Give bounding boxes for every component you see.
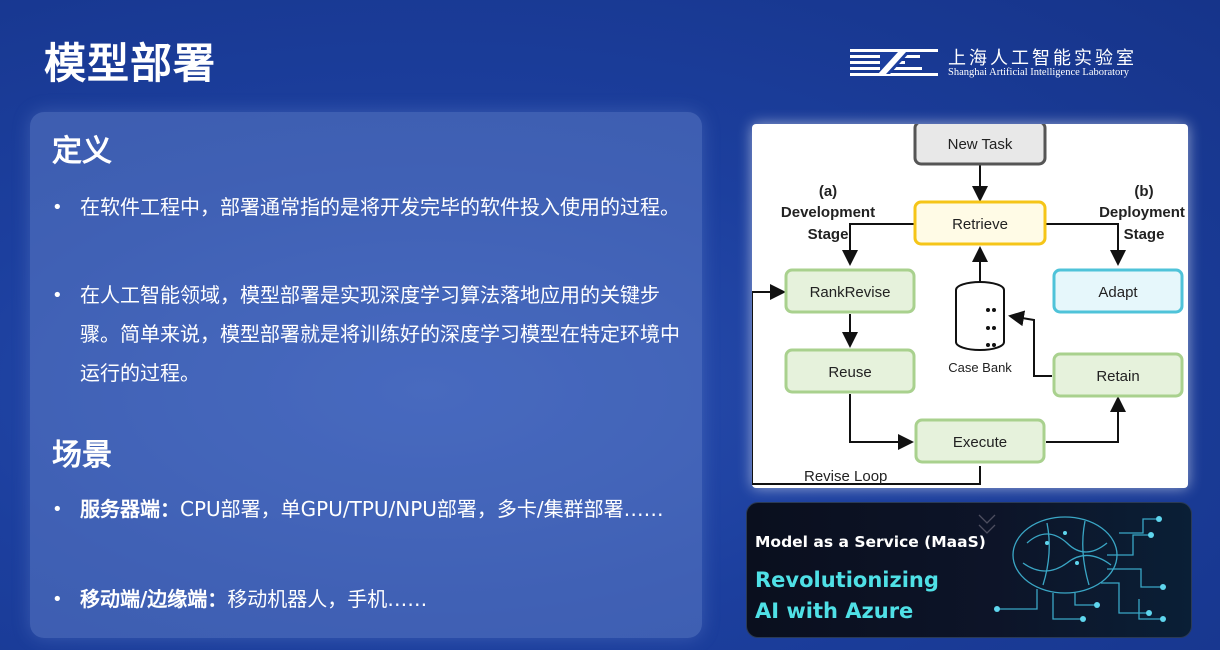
maas-kicker: Model as a Service (MaaS) (755, 533, 986, 551)
scenario-text: CPU部署，单GPU/TPU/NPU部署，多卡/集群部署…… (180, 497, 664, 521)
case-bank-database-icon (955, 281, 1005, 351)
case-based-workflow-diagram: New Task Retrieve RankRevise Adapt Reuse… (752, 124, 1188, 488)
node-rankrevise: RankRevise (784, 268, 916, 314)
node-retain-label: Retain (1096, 368, 1139, 385)
scenarios-title: 场景 (52, 438, 112, 473)
revise-loop-label: Revise Loop (804, 468, 887, 485)
node-new-task: New Task (913, 124, 1047, 166)
case-bank-label: Case Bank (948, 360, 1012, 375)
stage-b-name: Deployment (1099, 204, 1185, 221)
stage-b-marker: (b) (1134, 183, 1153, 200)
scenario-item: 服务器端：CPU部署，单GPU/TPU/NPU部署，多卡/集群部署…… (52, 490, 680, 529)
lab-logo: 上海人工智能实验室 Shanghai Artificial Intelligen… (850, 44, 1150, 84)
workflow-svg: New Task Retrieve RankRevise Adapt Reuse… (752, 124, 1185, 485)
lab-name-cn: 上海人工智能实验室 (948, 48, 1137, 69)
scenario-label: 服务器端： (80, 497, 180, 521)
node-adapt: Adapt (1052, 268, 1184, 314)
node-execute: Execute (914, 418, 1046, 464)
stage-a-stage: Stage (808, 226, 849, 243)
stage-b-stage: Stage (1124, 226, 1165, 243)
definition-bullet: 在软件工程中，部署通常指的是将开发完毕的软件投入使用的过程。 (52, 188, 680, 227)
node-new-task-label: New Task (948, 136, 1013, 153)
node-execute-label: Execute (953, 434, 1007, 451)
node-reuse-label: Reuse (828, 364, 871, 381)
node-retain: Retain (1052, 352, 1184, 398)
content-panel: 定义 在软件工程中，部署通常指的是将开发完毕的软件投入使用的过程。 在人工智能领… (30, 112, 702, 638)
stage-a-name: Development (781, 204, 875, 221)
maas-card: Model as a Service (MaaS) Revolutionizin… (746, 502, 1192, 638)
maas-headline-line1: Revolutionizing (755, 568, 939, 592)
lab-name-en: Shanghai Artificial Intelligence Laborat… (948, 67, 1130, 78)
node-reuse: Reuse (784, 348, 916, 394)
brain-circuit-icon (978, 514, 1166, 622)
maas-headline-line2: AI with Azure (755, 599, 914, 623)
node-adapt-label: Adapt (1098, 284, 1138, 301)
lab-logo-mark-icon (850, 49, 938, 76)
node-retrieve-label: Retrieve (952, 216, 1008, 233)
node-retrieve: Retrieve (913, 200, 1047, 246)
definition-title: 定义 (52, 134, 112, 169)
scenario-label: 移动端/边缘端： (80, 587, 228, 611)
definition-bullet: 在人工智能领域，模型部署是实现深度学习算法落地应用的关键步骤。简单来说，模型部署… (52, 276, 680, 393)
scenario-text: 移动机器人，手机…… (227, 587, 428, 611)
stage-a-marker: (a) (819, 183, 837, 200)
maas-headline: Revolutionizing AI with Azure (755, 565, 939, 627)
slide-title: 模型部署 (44, 39, 217, 88)
scenario-item: 移动端/边缘端：移动机器人，手机…… (52, 580, 680, 619)
node-rankrevise-label: RankRevise (810, 284, 891, 301)
